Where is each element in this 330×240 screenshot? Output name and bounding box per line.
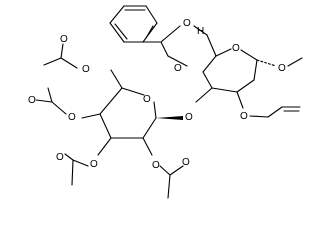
benzylidene-ring: O O H	[160, 18, 217, 74]
acetyl-group-3: O O	[56, 137, 112, 186]
acetyl-group-2: O O	[142, 137, 190, 199]
atom-o-benzylidene-bottom: O	[174, 63, 182, 74]
atom-o-acetyl-3-carbonyl: O	[56, 152, 64, 163]
acetyl-group-6: O O	[43, 34, 123, 89]
atom-o-ring-right: O	[232, 43, 240, 54]
atom-o-acetyl-2-carbonyl: O	[182, 157, 190, 168]
atom-o-acetyl-6-carbonyl: O	[60, 34, 68, 45]
atom-o-methoxy: O	[278, 63, 286, 74]
atom-o-allyl: O	[240, 111, 248, 122]
atom-o-acetyl-2-ester: O	[152, 160, 160, 171]
atom-o-benzylidene-top: O	[183, 18, 191, 29]
atom-o-glycosidic: O	[185, 112, 193, 123]
atom-o-acetyl-4-carbonyl: O	[28, 95, 36, 106]
chemical-structure: O O H O O O O	[28, 5, 303, 199]
acetyl-group-4: O O	[28, 87, 101, 123]
atom-o-acetyl-6-ester: O	[82, 64, 90, 75]
acetylated-pyranose-ring: O	[99, 87, 183, 139]
atom-o-acetyl-3-ester: O	[90, 159, 98, 170]
atom-o-acetyl-4-ester: O	[68, 112, 76, 123]
atom-o-ring-left: O	[143, 94, 151, 105]
phenyl-ring	[109, 5, 161, 43]
methyl-glycoside-ring: O O O O	[185, 43, 303, 123]
atom-h-ring-fusion: H	[197, 26, 204, 37]
